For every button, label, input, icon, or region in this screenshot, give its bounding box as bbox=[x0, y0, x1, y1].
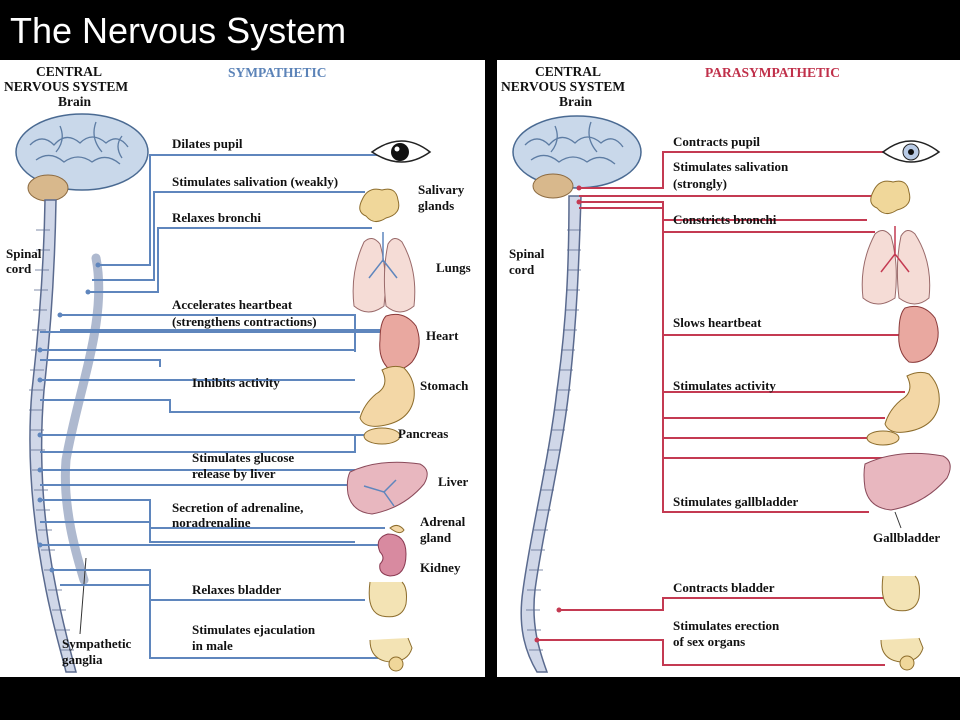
division-heading: PARASYMPATHETIC bbox=[705, 65, 840, 80]
liver-icon bbox=[863, 452, 951, 511]
effect-relaxes-bronchi: Relaxes bronchi bbox=[172, 210, 261, 225]
bladder-icon bbox=[368, 581, 407, 618]
effect-slows-heartbeat: Slows heartbeat bbox=[673, 315, 762, 330]
eye-icon bbox=[370, 140, 432, 163]
cns-heading-line2: NERVOUS SYSTEM bbox=[501, 79, 625, 94]
stomach-icon bbox=[359, 365, 415, 427]
male-reproductive-icon bbox=[369, 637, 413, 672]
spinal-cord-label-2: cord bbox=[6, 261, 32, 276]
salivary-glands-label-2: glands bbox=[418, 198, 454, 213]
stomach-icon bbox=[866, 371, 940, 446]
heart-label: Heart bbox=[426, 328, 459, 343]
sympathetic-nerve-paths bbox=[37, 154, 390, 659]
salivary-glands-icon bbox=[870, 180, 911, 214]
sympathetic-ganglia-label-2: ganglia bbox=[62, 652, 103, 667]
slide-title: The Nervous System bbox=[10, 10, 347, 51]
brain-label: Brain bbox=[559, 94, 592, 109]
salivary-glands-icon bbox=[359, 188, 400, 222]
parasympathetic-diagram: CENTRAL NERVOUS SYSTEM Brain PARASYMPATH… bbox=[501, 64, 951, 673]
adrenal-gland-label-2: gland bbox=[420, 530, 452, 545]
parasympathetic-panel: CENTRAL NERVOUS SYSTEM Brain PARASYMPATH… bbox=[497, 60, 960, 677]
pancreas-label: Pancreas bbox=[398, 426, 448, 441]
effect-stimulates-salivation: Stimulates salivation bbox=[673, 159, 789, 174]
sympathetic-ganglia-chain bbox=[60, 253, 104, 585]
adrenal-kidney-icon bbox=[377, 524, 407, 577]
kidney-label: Kidney bbox=[420, 560, 461, 575]
brain-icon bbox=[512, 115, 642, 199]
brain-label: Brain bbox=[58, 94, 91, 109]
effect-glucose-release: Stimulates glucose bbox=[192, 450, 294, 465]
heart-icon bbox=[379, 313, 420, 371]
effect-adrenaline-secretion-2: noradrenaline bbox=[172, 515, 251, 530]
brain-icon bbox=[15, 113, 149, 202]
lungs-label: Lungs bbox=[436, 260, 471, 275]
parasympathetic-nerve-paths bbox=[534, 151, 907, 666]
effect-stimulates-activity: Stimulates activity bbox=[673, 378, 776, 393]
sympathetic-diagram: CENTRAL NERVOUS SYSTEM Brain SYMPATHETIC… bbox=[4, 64, 471, 673]
effect-contracts-pupil: Contracts pupil bbox=[673, 134, 760, 149]
spinal-cord-label-2: cord bbox=[509, 262, 535, 277]
effect-stimulates-erection-2: of sex organs bbox=[673, 634, 745, 649]
cns-heading-line1: CENTRAL bbox=[36, 64, 102, 79]
gallbladder-label: Gallbladder bbox=[873, 530, 940, 545]
effect-adrenaline-secretion: Secretion of adrenaline, bbox=[172, 500, 303, 515]
effect-relaxes-bladder: Relaxes bladder bbox=[192, 582, 281, 597]
eye-icon bbox=[881, 140, 941, 163]
effect-stimulates-ejaculation: Stimulates ejaculation bbox=[192, 622, 316, 637]
effect-stimulates-gallbladder: Stimulates gallbladder bbox=[673, 494, 799, 509]
effect-accelerates-heartbeat: Accelerates heartbeat bbox=[172, 297, 293, 312]
effect-contracts-bladder: Contracts bladder bbox=[673, 580, 775, 595]
effect-inhibits-activity: Inhibits activity bbox=[192, 375, 280, 390]
stomach-label: Stomach bbox=[420, 378, 469, 393]
effect-constricts-bronchi: Constricts bronchi bbox=[673, 212, 777, 227]
cns-heading-line1: CENTRAL bbox=[535, 64, 601, 79]
salivary-glands-label: Salivary bbox=[418, 182, 465, 197]
heart-icon bbox=[898, 305, 939, 363]
effect-glucose-release-2: release by liver bbox=[192, 466, 276, 481]
division-heading: SYMPATHETIC bbox=[228, 65, 327, 80]
cns-heading-line2: NERVOUS SYSTEM bbox=[4, 79, 128, 94]
bladder-icon bbox=[881, 575, 920, 612]
spinal-cord-label: Spinal bbox=[6, 246, 42, 261]
liver-icon bbox=[346, 461, 428, 515]
pancreas-icon bbox=[363, 427, 401, 445]
sympathetic-ganglia-label: Sympathetic bbox=[62, 636, 132, 651]
spinal-cord-label: Spinal bbox=[509, 246, 545, 261]
effect-accelerates-heartbeat-2: (strengthens contractions) bbox=[172, 314, 317, 329]
effect-stimulates-salivation: Stimulates salivation (weakly) bbox=[172, 174, 338, 189]
reproductive-organs-icon bbox=[880, 637, 924, 671]
lungs-icon bbox=[861, 226, 931, 305]
effect-stimulates-ejaculation-2: in male bbox=[192, 638, 233, 653]
lungs-icon bbox=[352, 232, 416, 313]
adrenal-gland-label: Adrenal bbox=[420, 514, 466, 529]
liver-label: Liver bbox=[438, 474, 469, 489]
sympathetic-panel: CENTRAL NERVOUS SYSTEM Brain SYMPATHETIC… bbox=[0, 60, 485, 677]
effect-stimulates-salivation-2: (strongly) bbox=[673, 176, 727, 191]
effect-stimulates-erection: Stimulates erection bbox=[673, 618, 780, 633]
effect-dilates-pupil: Dilates pupil bbox=[172, 136, 243, 151]
